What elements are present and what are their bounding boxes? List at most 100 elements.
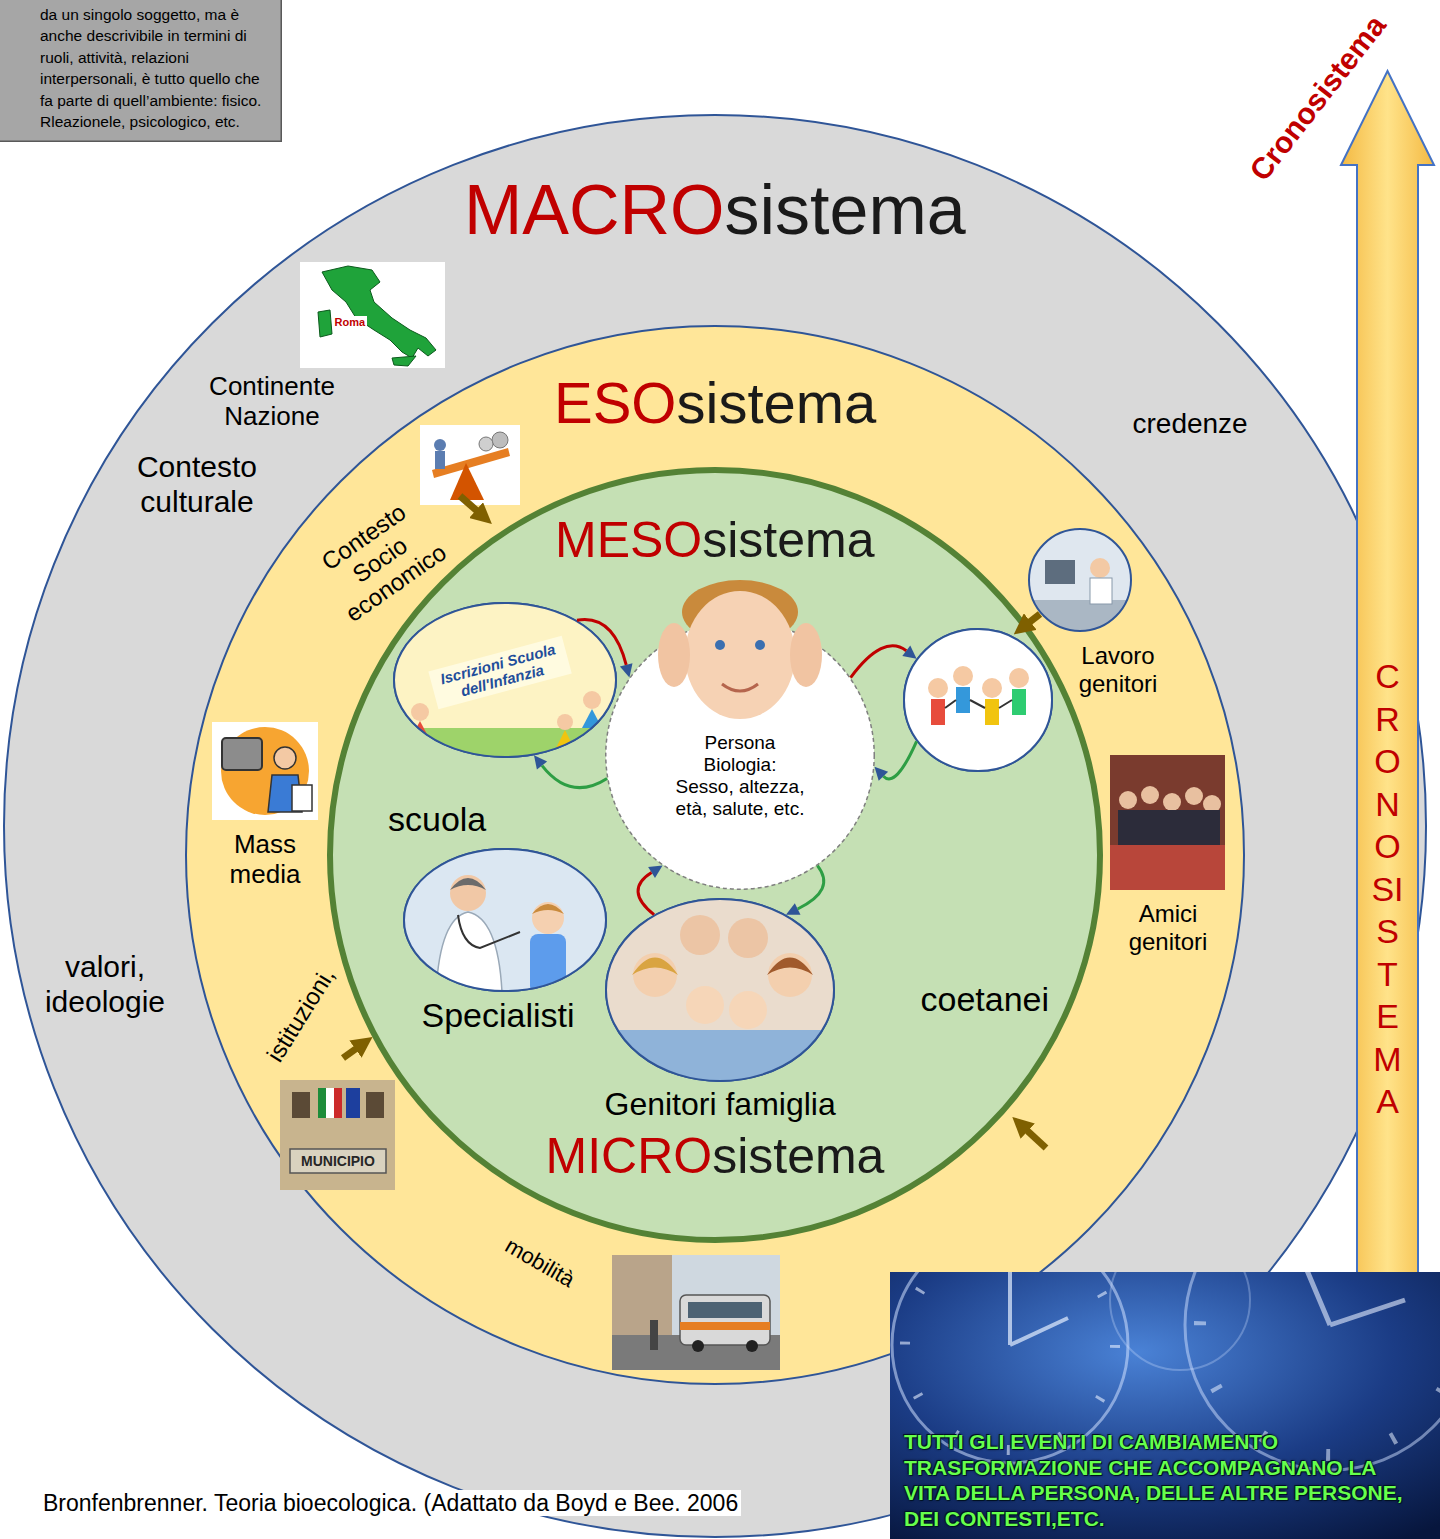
text-holder: Persona Biologia: Sesso, altezza, età, s… xyxy=(673,732,807,819)
child-head xyxy=(953,666,973,686)
text-holder: ESOsistema xyxy=(554,370,876,437)
clock-ticks xyxy=(905,1272,1115,1450)
hand xyxy=(790,623,822,687)
arrow-head xyxy=(874,767,888,781)
sardinia-shape xyxy=(318,310,332,337)
text-holder: coetanei xyxy=(921,980,1050,1019)
curved-arrow xyxy=(577,620,633,678)
sign-plate xyxy=(290,1149,386,1173)
doctor-hair xyxy=(450,878,486,890)
influence-arrow xyxy=(343,1043,364,1058)
system-title: MACRO xyxy=(464,170,725,251)
picture-ground xyxy=(393,602,617,758)
text-holder: Roma xyxy=(333,316,368,329)
holding-hands xyxy=(945,700,1012,708)
clock-face xyxy=(892,1272,1128,1463)
arrow-head xyxy=(786,903,801,915)
vertical-title: CRONOSISTEMA xyxy=(1371,655,1405,1123)
child-body xyxy=(1012,689,1026,715)
child-body xyxy=(985,699,999,725)
mesosystem-circle-fill xyxy=(330,470,1100,1240)
text-holder: CRONOSISTEMA xyxy=(1371,655,1405,1123)
icon-ground xyxy=(420,425,520,505)
family-ellipse: Genitori famiglia xyxy=(605,898,835,1082)
flag-green xyxy=(318,1088,326,1118)
child-head xyxy=(583,691,601,709)
specialists-ellipse-outline xyxy=(403,848,607,992)
curved-arrow xyxy=(534,755,607,787)
caption-text: Bronfenbrenner. Teoria bioecologica. (Ad… xyxy=(40,1490,741,1516)
eye xyxy=(755,640,765,650)
figure-body xyxy=(435,451,445,469)
flag-white xyxy=(326,1088,334,1118)
context-label: Roma xyxy=(333,316,368,329)
friends-photo xyxy=(1110,755,1225,890)
stethoscope xyxy=(458,915,520,948)
child-dress xyxy=(582,709,602,728)
road xyxy=(612,1335,780,1370)
context-label: Lavoro genitori xyxy=(1063,642,1173,697)
text-holder: Contesto culturale xyxy=(117,450,277,519)
text-holder: credenze xyxy=(1133,408,1248,440)
influence-arrow xyxy=(1020,1124,1046,1148)
worker-head xyxy=(1090,558,1110,578)
text-holder: Contesto Socio economico xyxy=(320,518,440,602)
guest-head xyxy=(1119,791,1137,809)
arrow-line xyxy=(542,766,607,788)
grandparent-head xyxy=(728,918,768,958)
family-picture xyxy=(605,898,835,1082)
worker-coat xyxy=(1090,578,1112,604)
context-label: valori, ideologie xyxy=(30,950,180,1019)
school-picture xyxy=(393,602,617,758)
peers-picture xyxy=(903,628,1053,772)
context-label: scuola xyxy=(388,800,486,839)
family-picture-inner xyxy=(605,898,835,1082)
work-photo-outline xyxy=(1029,529,1131,631)
child-head xyxy=(982,678,1002,698)
note-text: da un singolo soggetto, ma è anche descr… xyxy=(40,4,274,132)
seesaw xyxy=(432,448,510,478)
child-head xyxy=(411,703,429,721)
chronosystem-arrow: CronosistemaCRONOSISTEMA xyxy=(1340,70,1435,1300)
head xyxy=(685,591,795,719)
exosystem-circle-fill xyxy=(186,326,1244,1384)
arrow-line xyxy=(577,620,626,665)
clock-ground xyxy=(890,1272,1440,1539)
arrow-line xyxy=(883,741,916,779)
curved-arrow xyxy=(786,866,824,915)
peers-ellipse-outline xyxy=(903,628,1053,772)
family-outline xyxy=(606,899,834,1081)
system-title: ESO xyxy=(554,370,677,437)
clock-ticks xyxy=(1200,1272,1440,1455)
grass xyxy=(393,728,617,758)
text-holder: Mass media xyxy=(215,830,315,890)
context-label: Continente Nazione xyxy=(202,372,342,432)
text-holder: Iscrizioni Scuola dell'Infanzia xyxy=(431,653,569,692)
child-dress xyxy=(556,730,574,748)
coin xyxy=(492,432,508,448)
child-head xyxy=(928,678,948,698)
text-holder: MICROsistema xyxy=(546,1128,885,1186)
parent-hair xyxy=(767,958,813,976)
context-label: Amici genitori xyxy=(1113,900,1223,955)
school-ellipse-fill xyxy=(394,603,616,757)
sky xyxy=(612,1255,780,1370)
text-holder: mobilità xyxy=(502,1250,578,1275)
child-head xyxy=(686,986,724,1024)
arrow-line xyxy=(851,646,907,678)
wheel xyxy=(746,1340,758,1352)
picture-ground xyxy=(605,898,835,1082)
text-holder: Cronosistema xyxy=(1218,81,1418,116)
photo-ground xyxy=(1028,528,1132,632)
specialists-ellipse: Specialisti xyxy=(403,848,607,992)
child-head xyxy=(557,714,573,730)
curved-arrow xyxy=(874,741,916,780)
school-picture-inner xyxy=(393,602,617,758)
guest-head xyxy=(1163,793,1181,811)
economy-icon xyxy=(420,425,520,505)
child-dress xyxy=(410,721,430,740)
italy-map xyxy=(300,262,445,368)
system-title: MESO xyxy=(555,512,702,570)
text-holder: Bronfenbrenner. Teoria bioecologica. (Ad… xyxy=(40,1490,741,1516)
